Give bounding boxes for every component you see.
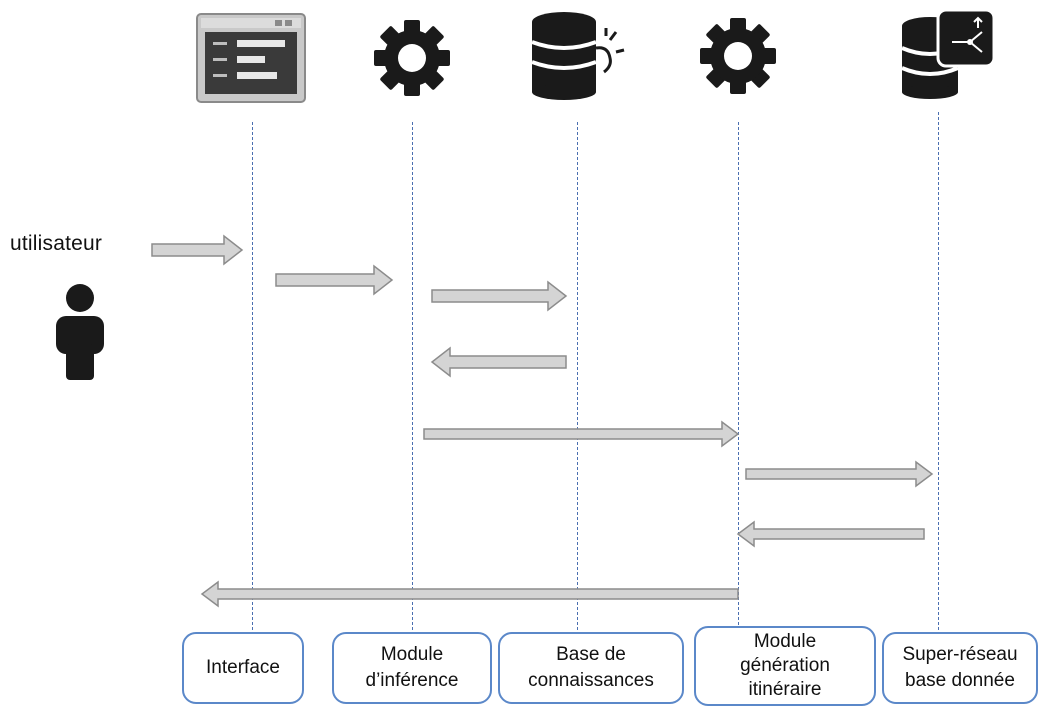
message-arrow-3	[431, 280, 568, 312]
message-arrow-6	[745, 460, 934, 488]
actor-label: utilisateur	[10, 232, 103, 255]
lifeline-knowledge	[577, 122, 578, 630]
message-arrow-1	[151, 234, 244, 266]
message-arrow-7	[736, 520, 925, 548]
component-box-inference: Module d’inférence	[332, 632, 492, 704]
message-arrow-8	[200, 580, 739, 608]
gear-icon	[374, 20, 450, 96]
message-arrow-4	[430, 346, 567, 378]
message-arrow-2	[275, 264, 394, 296]
message-arrow-5	[423, 420, 740, 448]
component-box-knowledge: Base de connaissances	[498, 632, 684, 704]
lifeline-route	[738, 122, 739, 630]
component-box-route: Module génération itinéraire	[694, 626, 876, 706]
component-box-supernet: Super-réseau base donnée	[882, 632, 1038, 704]
lifeline-interface	[252, 122, 253, 630]
interface-window-icon	[196, 13, 306, 103]
user-icon	[56, 284, 104, 380]
database-idea-icon	[531, 12, 625, 100]
component-box-interface: Interface	[182, 632, 304, 704]
lifeline-supernet	[938, 112, 939, 630]
gear-icon	[700, 18, 776, 94]
lifeline-inference	[412, 122, 413, 630]
database-network-icon	[901, 8, 996, 99]
